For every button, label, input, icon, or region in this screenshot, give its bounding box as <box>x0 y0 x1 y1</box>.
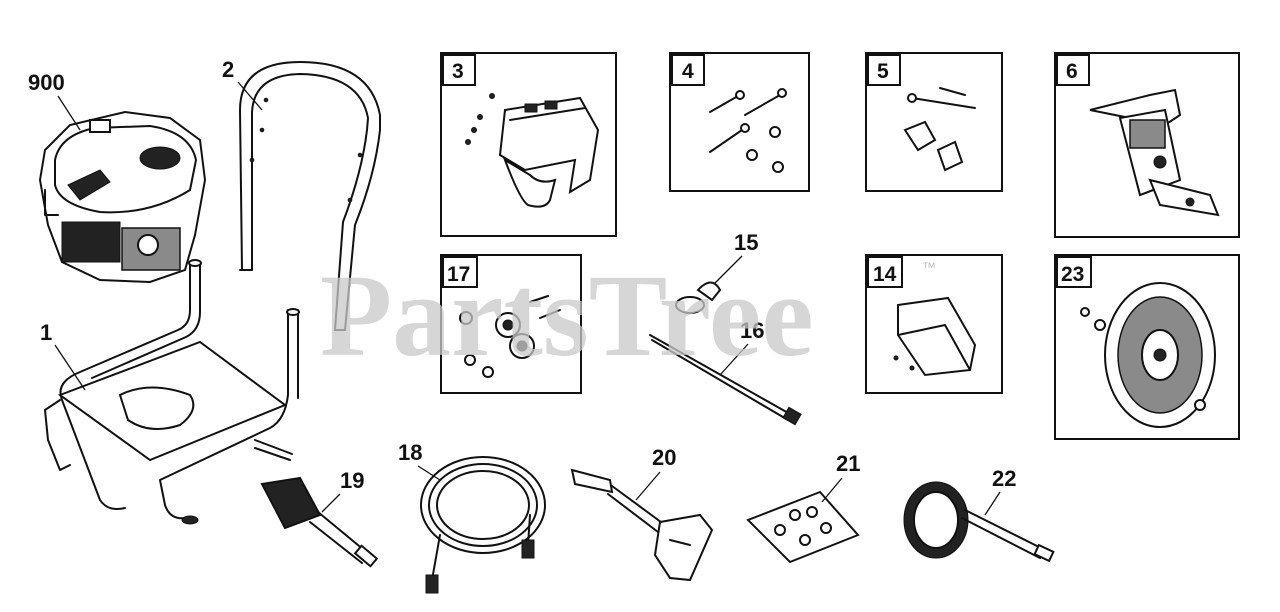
leader-line-22 <box>984 491 1001 516</box>
handle-part-2[interactable] <box>239 61 381 331</box>
spray-gun-part-20[interactable] <box>570 468 714 582</box>
brush-part-19[interactable] <box>260 476 379 568</box>
box-4[interactable] <box>669 52 810 192</box>
box-14[interactable] <box>865 254 1003 394</box>
leader-line-1 <box>54 344 86 391</box>
callout-2: 2 <box>222 57 234 82</box>
leader-line-15 <box>713 255 743 285</box>
engine-part-900[interactable] <box>38 110 207 284</box>
nozzle-kit-part-21[interactable] <box>746 490 860 564</box>
leader-line-21 <box>821 477 843 503</box>
box-5[interactable] <box>865 52 1003 192</box>
box-label-5: 5 <box>877 60 889 83</box>
callout-15: 15 <box>734 230 758 255</box>
watermark-text: PartsTree <box>320 250 814 381</box>
box-label-23: 23 <box>1061 263 1084 286</box>
callout-18: 18 <box>398 440 422 465</box>
callout-22: 22 <box>992 466 1016 491</box>
leader-line-16 <box>719 343 749 376</box>
hose-part-18[interactable] <box>420 456 546 594</box>
leader-line-900 <box>57 95 81 131</box>
box-label-17: 17 <box>447 263 470 286</box>
box-23[interactable] <box>1054 254 1240 440</box>
box-label-14: 14 <box>873 263 897 286</box>
callout-1: 1 <box>40 320 52 345</box>
watermark-trademark: ™ <box>922 259 936 275</box>
callout-19: 19 <box>340 468 364 493</box>
box-label-6: 6 <box>1066 60 1078 83</box>
box-17[interactable] <box>440 254 582 394</box>
box-6[interactable] <box>1054 52 1240 238</box>
box-label-4: 4 <box>682 60 694 83</box>
box-label-3: 3 <box>452 60 464 83</box>
leader-line-2 <box>237 81 263 111</box>
callout-20: 20 <box>652 445 676 470</box>
leader-line-18 <box>417 465 441 481</box>
callout-16: 16 <box>740 318 764 343</box>
leader-line-19 <box>321 493 341 513</box>
rotating-brush-part-22[interactable] <box>903 481 1055 563</box>
callout-21: 21 <box>836 451 860 476</box>
oring-part-15[interactable] <box>675 281 722 314</box>
box-3[interactable] <box>440 52 617 237</box>
callout-900: 900 <box>28 70 65 95</box>
frame-part-1[interactable] <box>44 259 300 525</box>
leader-line-20 <box>635 471 661 501</box>
